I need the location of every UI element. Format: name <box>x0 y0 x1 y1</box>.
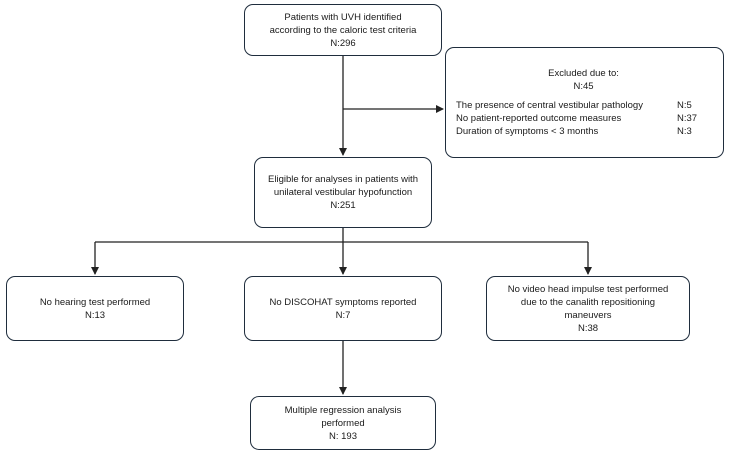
excluded-reason: The presence of central vestibular patho… <box>456 100 643 111</box>
no-hearing-count: N:13 <box>84 309 106 321</box>
box-eligible: Eligible for analyses in patients with u… <box>254 157 432 228</box>
identified-line-2: according to the caloric test criteria <box>269 24 417 36</box>
box-multiple-regression: Multiple regression analysis performed N… <box>250 396 436 450</box>
excluded-row: The presence of central vestibular patho… <box>456 99 711 112</box>
excluded-reason: No patient-reported outcome measures <box>456 113 622 124</box>
no-vhit-line-1: No video head impulse test performed <box>507 283 669 295</box>
regression-line-1: Multiple regression analysis <box>284 404 402 416</box>
excluded-row: Duration of symptoms < 3 months N:3 <box>456 125 711 138</box>
no-vhit-line-3: maneuvers <box>564 309 612 321</box>
excluded-reason: Duration of symptoms < 3 months <box>456 126 599 137</box>
excluded-reason-count: N:3 <box>677 126 692 137</box>
no-discohat-count: N:7 <box>335 309 351 321</box>
eligible-line-1: Eligible for analyses in patients with <box>268 174 418 185</box>
no-vhit-line-2: due to the canalith repositioning <box>520 296 656 308</box>
eligible-line-2: unilateral vestibular hypofunction <box>273 187 413 198</box>
no-discohat-line-1: No DISCOHAT symptoms reported <box>269 296 417 308</box>
no-vhit-count: N:38 <box>577 322 599 334</box>
no-hearing-line-1: No hearing test performed <box>39 296 151 308</box>
identified-count: N:296 <box>330 37 356 49</box>
box-excluded: Excluded due to: N:45 The presence of ce… <box>445 47 724 158</box>
regression-line-2: performed <box>321 417 365 429</box>
excluded-row: No patient-reported outcome measures N:3… <box>456 112 711 125</box>
excluded-count: N:45 <box>573 81 594 92</box>
excluded-heading: Excluded due to: <box>548 68 619 79</box>
box-no-hearing-test: No hearing test performed N:13 <box>6 276 184 341</box>
excluded-reason-count: N:5 <box>677 100 692 111</box>
eligible-count: N:251 <box>330 200 356 211</box>
box-patients-identified: Patients with UVH identified according t… <box>244 4 442 56</box>
box-no-video-head-impulse: No video head impulse test performed due… <box>486 276 690 341</box>
identified-line-1: Patients with UVH identified <box>284 11 402 23</box>
regression-count: N: 193 <box>329 430 357 442</box>
box-no-discohat: No DISCOHAT symptoms reported N:7 <box>244 276 442 341</box>
excluded-reason-count: N:37 <box>677 113 698 124</box>
